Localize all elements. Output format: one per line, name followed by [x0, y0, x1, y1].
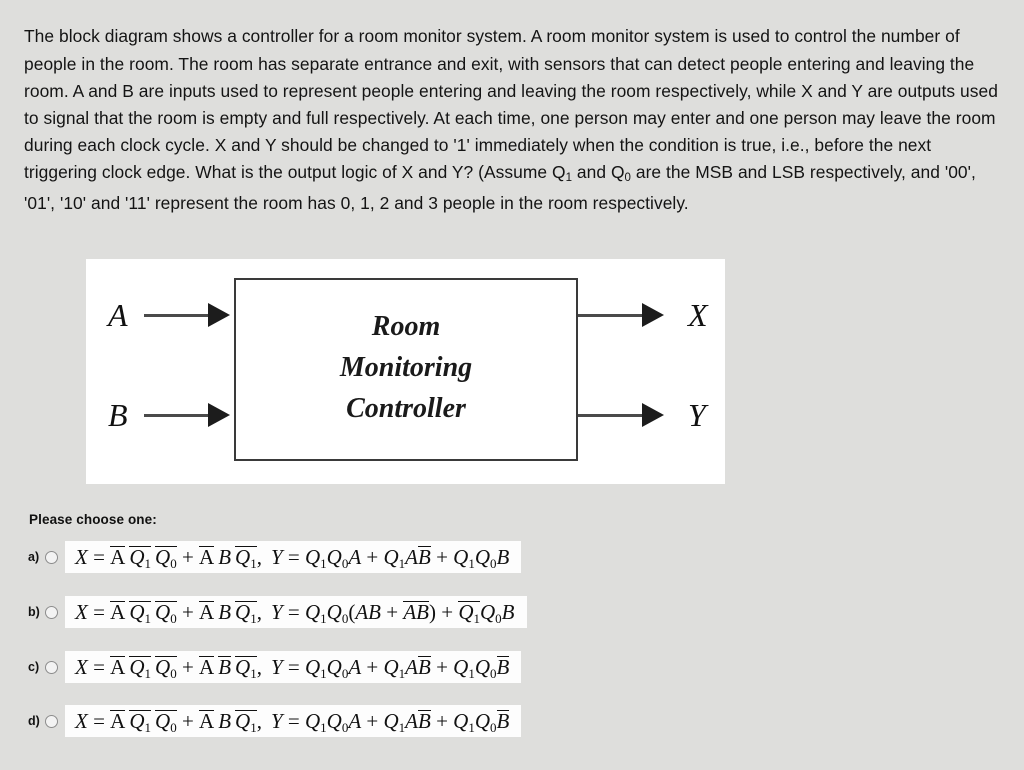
- choice-d-radio[interactable]: [45, 714, 58, 728]
- input-a-label: A: [108, 297, 128, 333]
- output-x-arrow-icon: [642, 303, 664, 327]
- controller-label-line1: Room: [371, 311, 441, 342]
- output-y-label: Y: [688, 397, 706, 433]
- controller-label-line2: Monitoring: [339, 352, 473, 383]
- question-part-3: are the MSB and LSB respectively, and '0…: [24, 162, 976, 213]
- input-b-arrow-icon: [208, 403, 230, 427]
- input-a-arrow-icon: [208, 303, 230, 327]
- controller-label-line3: Controller: [346, 393, 466, 424]
- input-b-signal: B: [86, 395, 725, 435]
- input-a-signal: A: [86, 295, 725, 335]
- output-y-signal: Y: [86, 395, 725, 435]
- output-x-signal: X: [86, 295, 725, 335]
- choice-a-letter: a): [28, 550, 40, 564]
- controller-box: Room Monitoring Controller: [234, 278, 578, 461]
- controller-label: Room Monitoring Controller: [236, 306, 576, 429]
- block-diagram: A B X Y Room Monitoring Control: [86, 259, 725, 484]
- question-part-1: The block diagram shows a controller for…: [24, 26, 998, 183]
- choice-b-letter: b): [28, 605, 40, 619]
- output-y-line: [578, 414, 644, 417]
- choice-c-radio[interactable]: [45, 660, 58, 674]
- choose-one-label: Please choose one:: [29, 512, 157, 527]
- question-part-2: and Q: [572, 162, 625, 183]
- input-a-line: [144, 314, 210, 317]
- input-b-label: B: [108, 397, 128, 433]
- output-y-arrow-icon: [642, 403, 664, 427]
- question-statement: The block diagram shows a controller for…: [24, 23, 1002, 216]
- output-x-line: [578, 314, 644, 317]
- choice-b-radio[interactable]: [45, 605, 58, 619]
- choice-a-radio[interactable]: [45, 550, 58, 564]
- choice-d-letter: d): [28, 714, 40, 728]
- input-b-line: [144, 414, 210, 417]
- choice-c-letter: c): [28, 660, 40, 674]
- q0-subscript: 0: [624, 172, 631, 185]
- output-x-label: X: [688, 297, 708, 333]
- q1-subscript: 1: [565, 172, 573, 185]
